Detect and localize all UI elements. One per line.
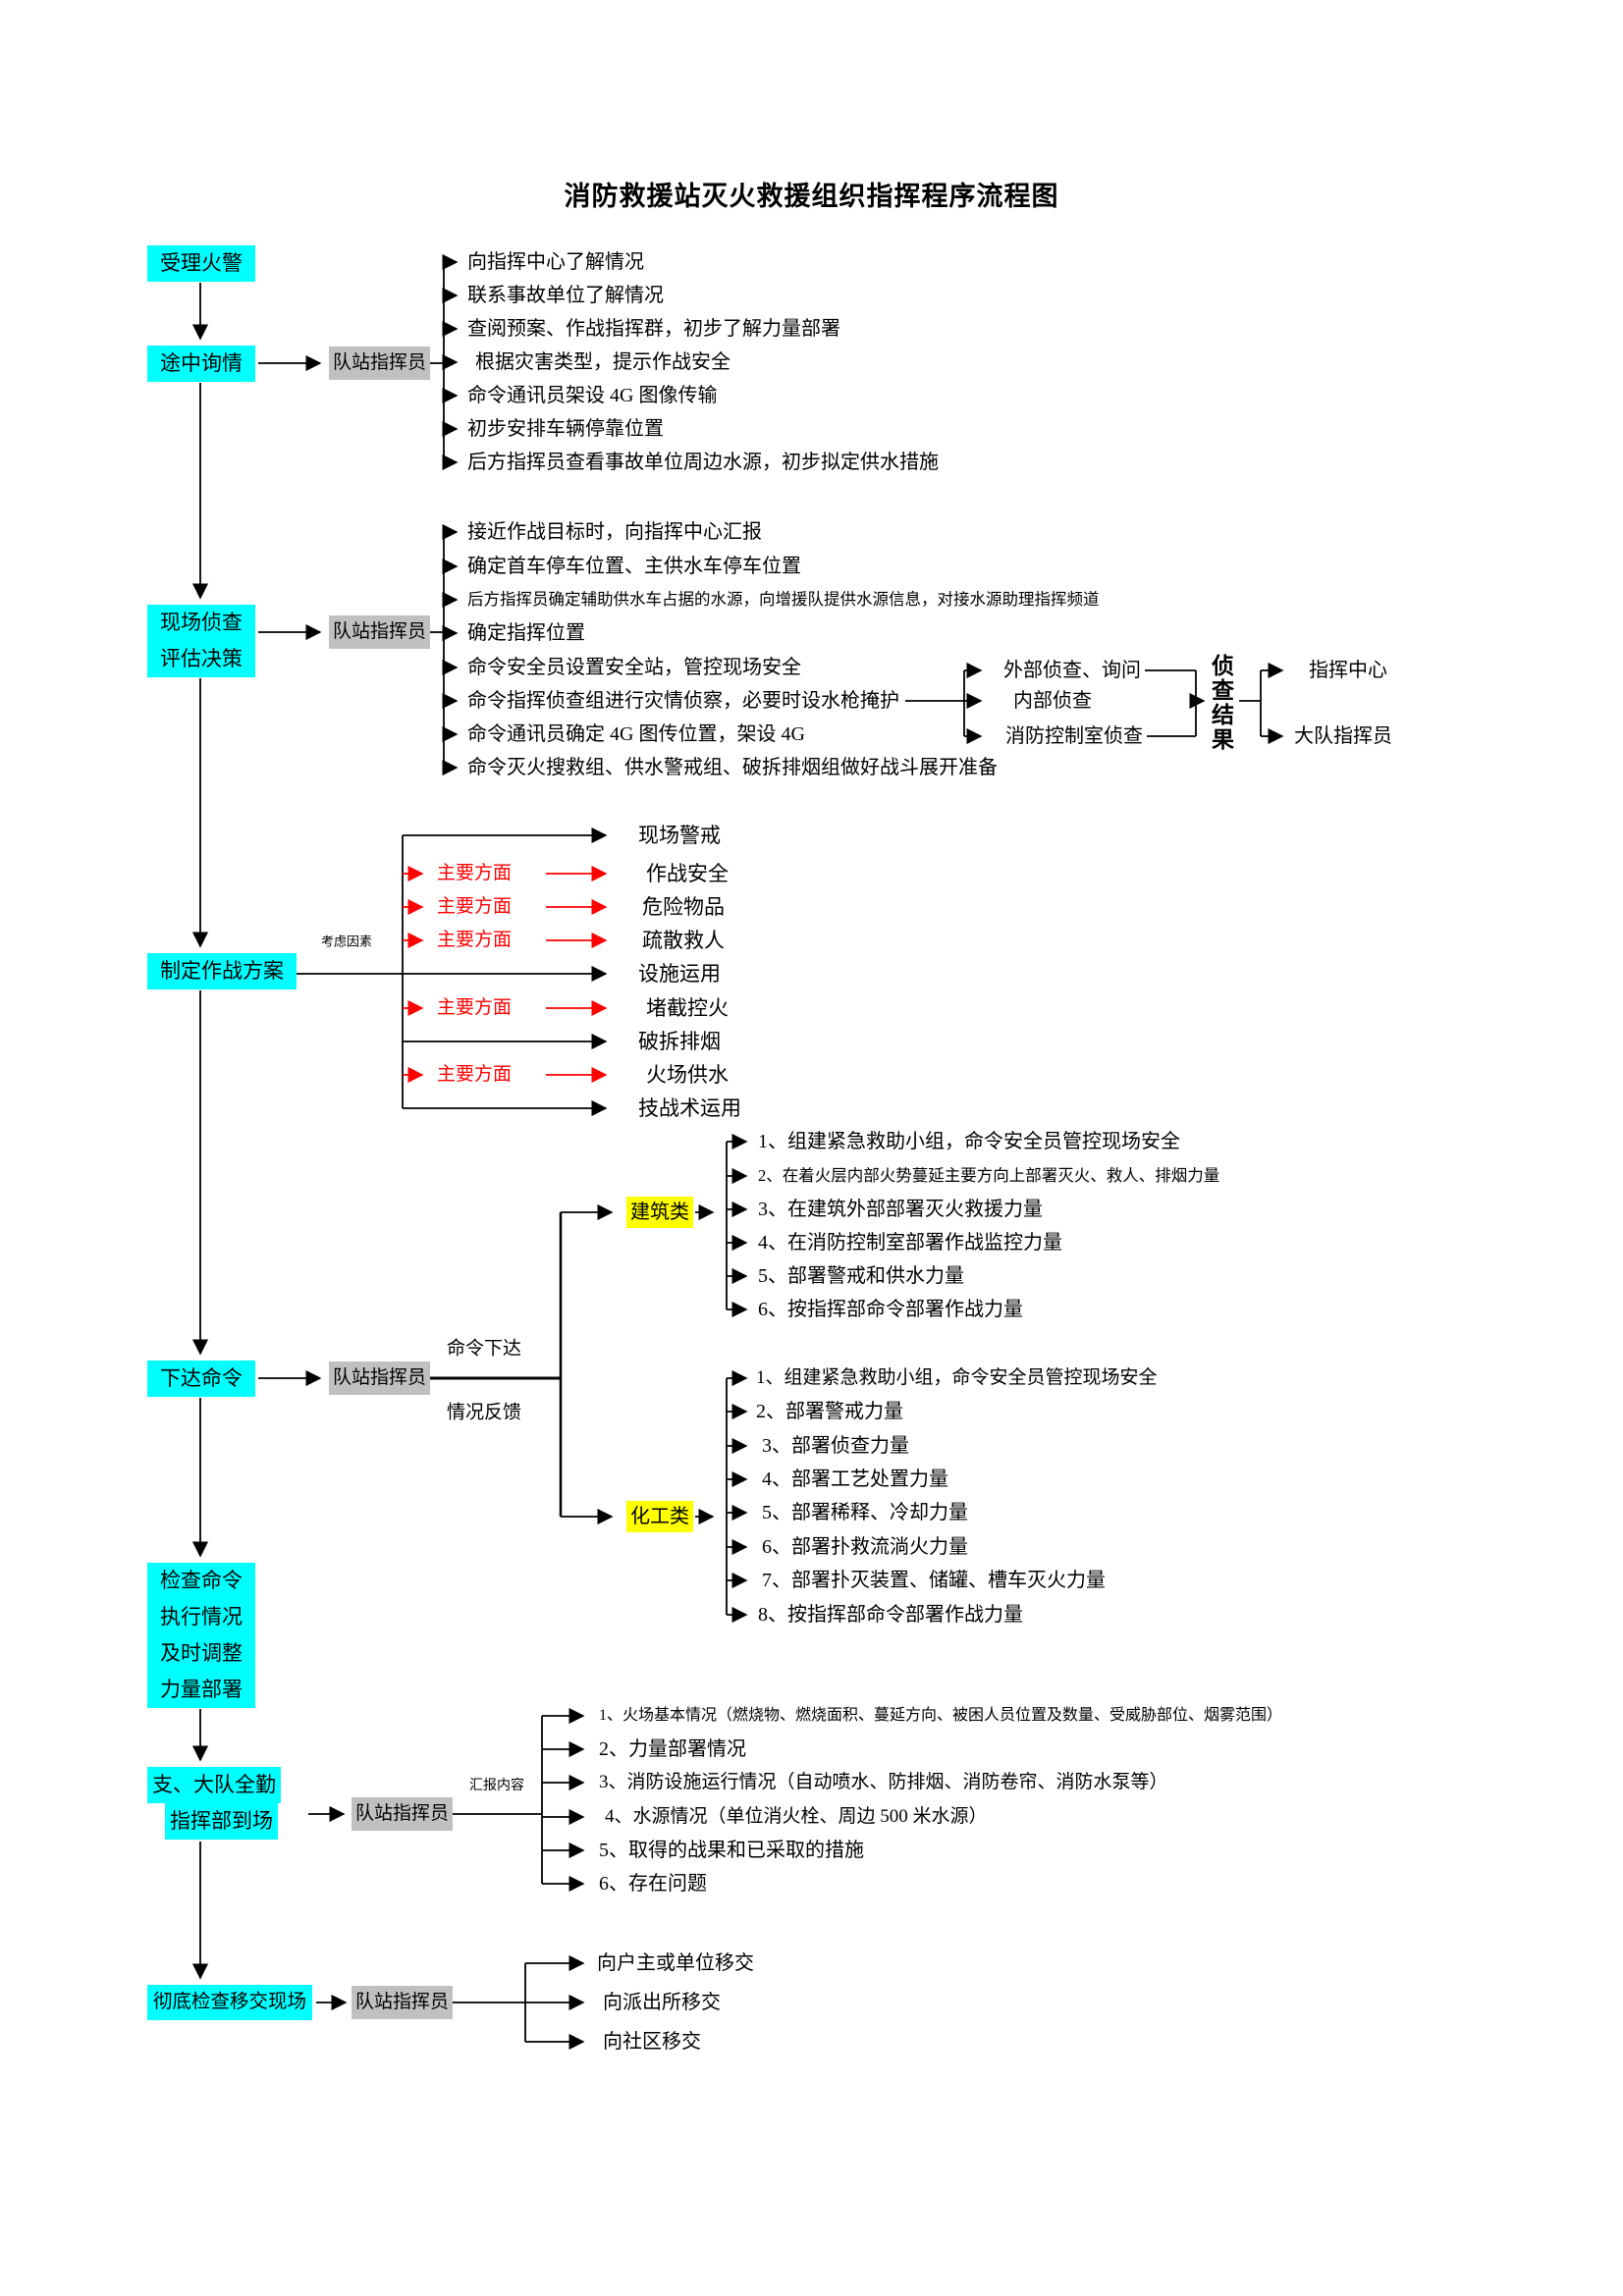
flow-item: 1、组建紧急救助小组，命令安全员管控现场安全	[756, 1367, 1158, 1388]
flow-item: 2、在着火层内部火势蔓延主要方向上部署灭火、救人、排烟力量	[758, 1166, 1220, 1185]
recon-source: 外部侦查、询问	[1003, 660, 1141, 681]
main-aspect-label: 主要方面	[437, 896, 513, 917]
flow-item: 向社区移交	[603, 2031, 701, 2053]
commander-box-report: 队站指挥员	[352, 1797, 453, 1831]
stage-box-enroute-inquiry: 途中询情	[147, 346, 255, 382]
plan-aspect: 危险物品	[642, 895, 725, 919]
flow-item: 命令指挥侦查组进行灾情侦察，必要时设水枪掩护	[467, 690, 899, 712]
stage-box-final-check-handover: 彻底检查移交现场	[147, 1985, 312, 2020]
stage-box-hq-arrival-line1: 支、大队全勤	[147, 1767, 281, 1803]
flow-item: 7、部署扑灭装置、储罐、槽车灭火力量	[762, 1570, 1106, 1591]
plan-aspect: 现场警戒	[638, 824, 721, 847]
flow-item: 3、在建筑外部部署灭火救援力量	[758, 1199, 1043, 1220]
recon-source: 内部侦查	[1013, 690, 1092, 712]
flow-item: 确定指挥位置	[467, 622, 585, 644]
flow-item: 查阅预案、作战指挥群，初步了解力量部署	[467, 318, 840, 340]
flow-item: 1、火场基本情况（燃烧物、燃烧面积、蔓延方向、被困人员位置及数量、受威胁部位、烟…	[599, 1707, 1283, 1724]
plan-aspect: 设施运用	[638, 962, 721, 986]
flow-item: 4、在消防控制室部署作战监控力量	[758, 1232, 1062, 1254]
flow-item: 6、按指挥部命令部署作战力量	[758, 1299, 1023, 1320]
flow-item: 接近作战目标时，向指挥中心汇报	[467, 521, 762, 543]
stage-box-hq-arrival: 支、大队全勤 指挥部到场	[147, 1767, 281, 1840]
plan-aspect: 作战安全	[646, 862, 729, 885]
plan-aspect: 堵截控火	[646, 996, 729, 1020]
flow-item: 5、部署警戒和供水力量	[758, 1265, 964, 1287]
recon-receiver: 指挥中心	[1309, 660, 1387, 681]
stage-box-scene-recon-line2: 评估决策	[160, 647, 243, 670]
page-title: 消防救援站灭火救援组织指挥程序流程图	[564, 182, 1059, 211]
commander-box-handover: 队站指挥员	[352, 1986, 453, 2019]
commander-box-orders: 队站指挥员	[329, 1362, 430, 1395]
flow-item: 初步安排车辆停靠位置	[467, 418, 664, 440]
flow-item: 联系事故单位了解情况	[467, 285, 664, 306]
recon-source: 消防控制室侦查	[1005, 725, 1143, 747]
flow-item: 命令通讯员架设 4G 图像传输	[467, 385, 718, 406]
flow-item: 6、部署扑救流淌火力量	[762, 1536, 968, 1558]
stage-box-scene-recon-line1: 现场侦查	[160, 611, 243, 634]
stage-box-check-orders-line1: 检查命令	[160, 1569, 243, 1592]
recon-receiver: 大队指挥员	[1294, 725, 1392, 747]
stage-box-check-orders: 检查命令 执行情况 及时调整 力量部署	[147, 1563, 255, 1708]
category-tag-building: 建筑类	[626, 1197, 693, 1228]
flow-item: 3、消防设施运行情况（自动喷水、防排烟、消防卷帘、消防水泵等）	[599, 1772, 1168, 1792]
flow-item: 向户主或单位移交	[597, 1952, 754, 1974]
commander-box-enroute: 队站指挥员	[329, 347, 430, 380]
plan-aspect: 破拆排烟	[638, 1030, 721, 1053]
flow-item: 3、部署侦查力量	[762, 1435, 909, 1457]
plan-aspect: 技战术运用	[638, 1096, 741, 1120]
flow-item: 确定首车停车位置、主供水车停车位置	[467, 556, 801, 577]
recon-result-label: 侦查结果	[1212, 654, 1234, 752]
flow-item: 命令通讯员确定 4G 图传位置，架设 4G	[467, 723, 805, 745]
flow-item: 向派出所移交	[603, 1992, 721, 2013]
stage-box-check-orders-line3: 及时调整	[160, 1641, 243, 1665]
stage-box-scene-recon: 现场侦查 评估决策	[147, 605, 255, 677]
flow-item: 后方指挥员查看事故单位周边水源，初步拟定供水措施	[467, 452, 939, 473]
category-tag-chemical: 化工类	[626, 1501, 693, 1532]
stage-box-check-orders-line2: 执行情况	[160, 1605, 243, 1629]
main-aspect-label: 主要方面	[437, 930, 513, 950]
flow-item: 8、按指挥部命令部署作战力量	[758, 1604, 1023, 1626]
flow-item: 5、部署稀释、冷却力量	[762, 1502, 968, 1523]
report-note: 汇报内容	[469, 1779, 524, 1793]
feedback-label: 情况反馈	[447, 1402, 522, 1423]
flow-item: 2、力量部署情况	[599, 1738, 746, 1760]
flow-item: 命令灭火搜救组、供水警戒组、破拆排烟组做好战斗展开准备	[467, 757, 998, 778]
main-aspect-label: 主要方面	[437, 997, 513, 1018]
flow-item: 2、部署警戒力量	[756, 1401, 903, 1422]
factor-note: 考虑因素	[321, 934, 373, 949]
plan-aspect: 疏散救人	[642, 929, 725, 952]
main-aspect-label: 主要方面	[437, 863, 513, 883]
commander-box-recon: 队站指挥员	[329, 615, 430, 649]
flow-item: 1、组建紧急救助小组，命令安全员管控现场安全	[758, 1131, 1180, 1152]
flow-item: 5、取得的战果和已采取的措施	[599, 1840, 864, 1861]
flow-item: 6、存在问题	[599, 1873, 707, 1895]
stage-box-check-orders-line4: 力量部署	[160, 1678, 243, 1701]
stage-box-hq-arrival-line2: 指挥部到场	[165, 1803, 278, 1840]
stage-box-issue-orders: 下达命令	[147, 1361, 255, 1397]
command-down-label: 命令下达	[447, 1338, 522, 1360]
flow-item: 向指挥中心了解情况	[467, 251, 644, 273]
flow-item: 4、部署工艺处置力量	[762, 1468, 948, 1490]
flow-item: 4、水源情况（单位消火栓、周边 500 米水源）	[605, 1806, 988, 1827]
main-aspect-label: 主要方面	[437, 1064, 513, 1085]
flow-item: 命令安全员设置安全站，管控现场安全	[467, 657, 801, 678]
flow-item: 根据灾害类型，提示作战安全	[475, 351, 730, 373]
stage-box-make-plan: 制定作战方案	[147, 953, 297, 989]
plan-aspect: 火场供水	[646, 1063, 729, 1087]
stage-box-accept-alarm: 受理火警	[147, 245, 255, 282]
flow-item: 后方指挥员确定辅助供水车占据的水源，向增援队提供水源信息，对接水源助理指挥频道	[467, 590, 1100, 609]
